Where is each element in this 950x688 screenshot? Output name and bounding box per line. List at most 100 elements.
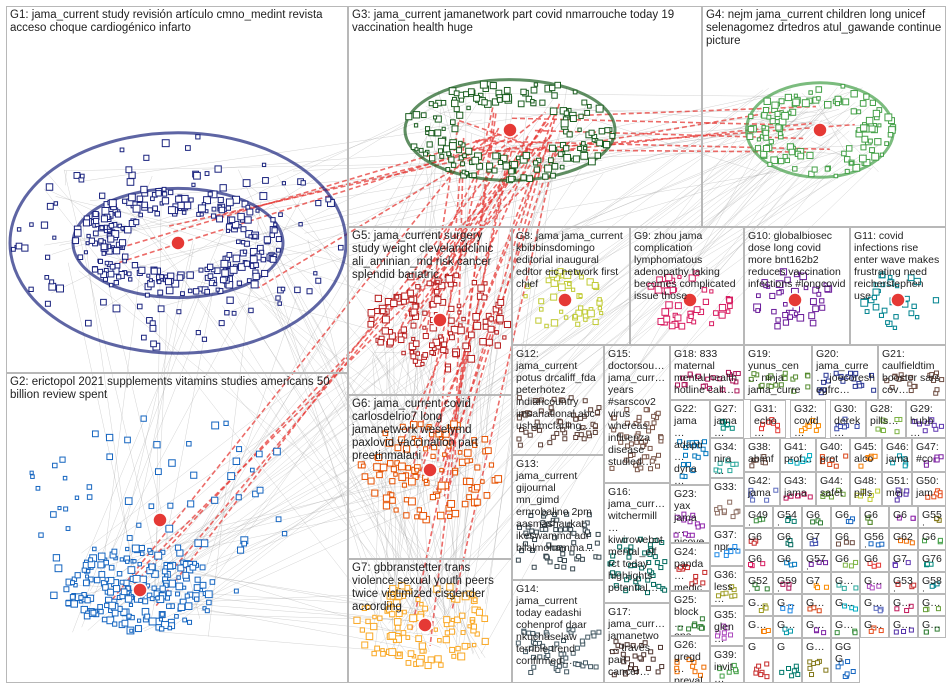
group-g53[interactable]: G53: help [889,572,918,594]
group-g9[interactable]: G9: zhou jama complication lymphomatous … [630,227,744,345]
group-g11[interactable]: G11: covid infections rise enter wave ma… [850,227,946,345]
group-g22[interactable]: G22: jama… adapti… dyna… therap… [670,400,710,485]
group-g89[interactable]: G… [831,616,860,638]
group-g39[interactable]: G39: invit… [710,646,744,683]
group-g54[interactable]: G54: diff… [773,506,802,528]
group-g42[interactable]: G42: jama… [744,472,780,506]
group-g34[interactable]: G34: nira… [710,438,744,478]
group-g60[interactable]: G6… [802,506,831,528]
group-g94[interactable]: G [773,638,802,683]
group-g14[interactable]: G14: jama_current today eadashi cohenpro… [512,580,604,683]
group-g13[interactable]: G13: jama_current gijournal mn_gimd ernr… [512,455,604,580]
group-g38[interactable]: G38: abimf… [744,438,780,472]
group-g50[interactable]: G50: jam… [912,472,946,506]
group-g51[interactable]: G51: mel… [882,472,912,506]
group-g80[interactable]: G… [773,594,802,616]
group-g92[interactable]: G… [918,616,946,638]
group-g74[interactable]: G7… [889,550,918,572]
group-g68[interactable]: G6… [831,528,860,550]
group-g63[interactable]: G6… [860,506,889,528]
group-g62[interactable]: G62 [889,528,918,550]
group-g29[interactable]: G29: hubb… [906,400,946,438]
group-g69[interactable]: G6… [918,528,946,550]
group-g78[interactable]: G… [860,572,889,594]
group-g87[interactable]: G… [773,616,802,638]
group-g18[interactable]: G18: 833 maternal mental health hotline … [670,345,744,400]
group-g85[interactable]: G… [918,594,946,616]
group-g93[interactable]: G [744,638,773,683]
group-g21[interactable]: G21: caulfieldtim booster sars cov… [878,345,946,400]
group-g27[interactable]: G27: jama… [710,400,744,438]
group-g83[interactable]: G… [860,594,889,616]
group-label: G… [835,597,857,609]
group-g28[interactable]: G28: pills… [866,400,906,438]
group-g59[interactable]: G59: [773,572,802,594]
group-g65[interactable]: G6… [744,528,773,550]
group-g41[interactable]: G41: prof… [780,438,816,472]
group-g36[interactable]: G36: less… [710,566,744,606]
group-g70[interactable]: G6… [744,550,773,572]
group-g90[interactable]: G… [860,616,889,638]
group-g31[interactable]: G31: echo… [750,400,786,438]
group-g48[interactable]: G48: pills… [850,472,882,506]
group-g24[interactable]: G24: panda… medic… [670,543,710,591]
group-g10[interactable]: G10: globalbiosec dose long covid more b… [744,227,850,345]
group-g81[interactable]: G… [802,594,831,616]
group-g84[interactable]: G… [889,594,918,616]
group-label: G7… [893,553,915,572]
group-g30[interactable]: G30: derek… [830,400,866,438]
group-g23[interactable]: G23: yax jama… nicove… chez… [670,485,710,543]
group-g73[interactable]: G6… [860,550,889,572]
group-g72[interactable]: G6… [831,550,860,572]
group-g33[interactable]: G33: [710,478,744,526]
group-g5[interactable]: G5: jama_current surgery study weight cl… [348,227,512,395]
group-g55[interactable]: G55: sha… [918,506,946,528]
group-g82[interactable]: G… [831,594,860,616]
group-g49[interactable]: G49: c3… [744,506,773,528]
group-g52[interactable]: G52: [744,572,773,594]
group-g64[interactable]: G6… [889,506,918,528]
group-g12[interactable]: G12: jama_current potus drcaliff_fda pet… [512,345,604,455]
group-g43[interactable]: G43: jama… [780,472,816,506]
group-g45[interactable]: G45: alco… [850,438,882,472]
group-g91[interactable]: G… [889,616,918,638]
group-g40[interactable]: G40: prot… [816,438,850,472]
group-g8[interactable]: G8: jama jama_current kbibbinsdomingo ed… [512,227,630,345]
group-g95[interactable]: G… [802,638,831,683]
group-g46[interactable]: G46: jama… [882,438,912,472]
group-g32[interactable]: G32: covid… [790,400,826,438]
group-g6[interactable]: G6: jama_current covid carlosdelrio7 lon… [348,395,512,559]
group-g37[interactable]: G37: npr… [710,526,744,566]
group-g96[interactable]: GGG [831,638,860,683]
group-g7[interactable]: G7: gbbranstetter trans violence sexual … [348,559,512,683]
group-g3[interactable]: G3: jama_current jamanetwork part covid … [348,6,702,227]
group-g61[interactable]: G6… [831,506,860,528]
group-g19[interactable]: G19: yunus_cen… ninja jama_curre… [744,345,812,400]
group-g77[interactable]: G… [831,572,860,594]
group-g4[interactable]: G4: nejm jama_current children long unic… [702,6,946,227]
group-g25[interactable]: G25: block… one… [670,591,710,636]
group-g66[interactable]: G6… [773,528,802,550]
group-g57[interactable]: G57: ec… [802,550,831,572]
group-g75[interactable]: G76 [918,550,946,572]
group-g88[interactable]: G… [802,616,831,638]
group-g86[interactable]: G… [744,616,773,638]
group-g67[interactable]: G7… [802,528,831,550]
group-label: G6… [864,509,886,528]
group-g15[interactable]: G15: doctorsou… jama_curr… years #sarsco… [604,345,670,483]
group-g56[interactable]: G56: jam… [860,528,889,550]
group-g79[interactable]: G… [744,594,773,616]
group-g26[interactable]: G26: gregd… preval… [670,636,710,683]
group-g2[interactable]: G2: erictopol 2021 supplements vitamins … [6,373,348,683]
group-g76[interactable]: G7… [802,572,831,594]
group-g16[interactable]: G16: jama_curr… witchermill… kiwirowebot… [604,483,670,603]
group-g71[interactable]: G6… [773,550,802,572]
group-g35[interactable]: G35: glen… [710,606,744,646]
group-g44[interactable]: G44: safet… [816,472,850,506]
group-g58[interactable]: G58: [918,572,946,594]
group-g1[interactable]: G1: jama_current study revisión artículo… [6,6,348,373]
group-g47[interactable]: G47: #co… [912,438,946,472]
group-label: G48: pills… [854,475,879,506]
group-g17[interactable]: G17: jama_curr… jamanetwo… través part c… [604,603,670,683]
group-g20[interactable]: G20: jama_curre… joecoresh egfrc… [812,345,878,400]
